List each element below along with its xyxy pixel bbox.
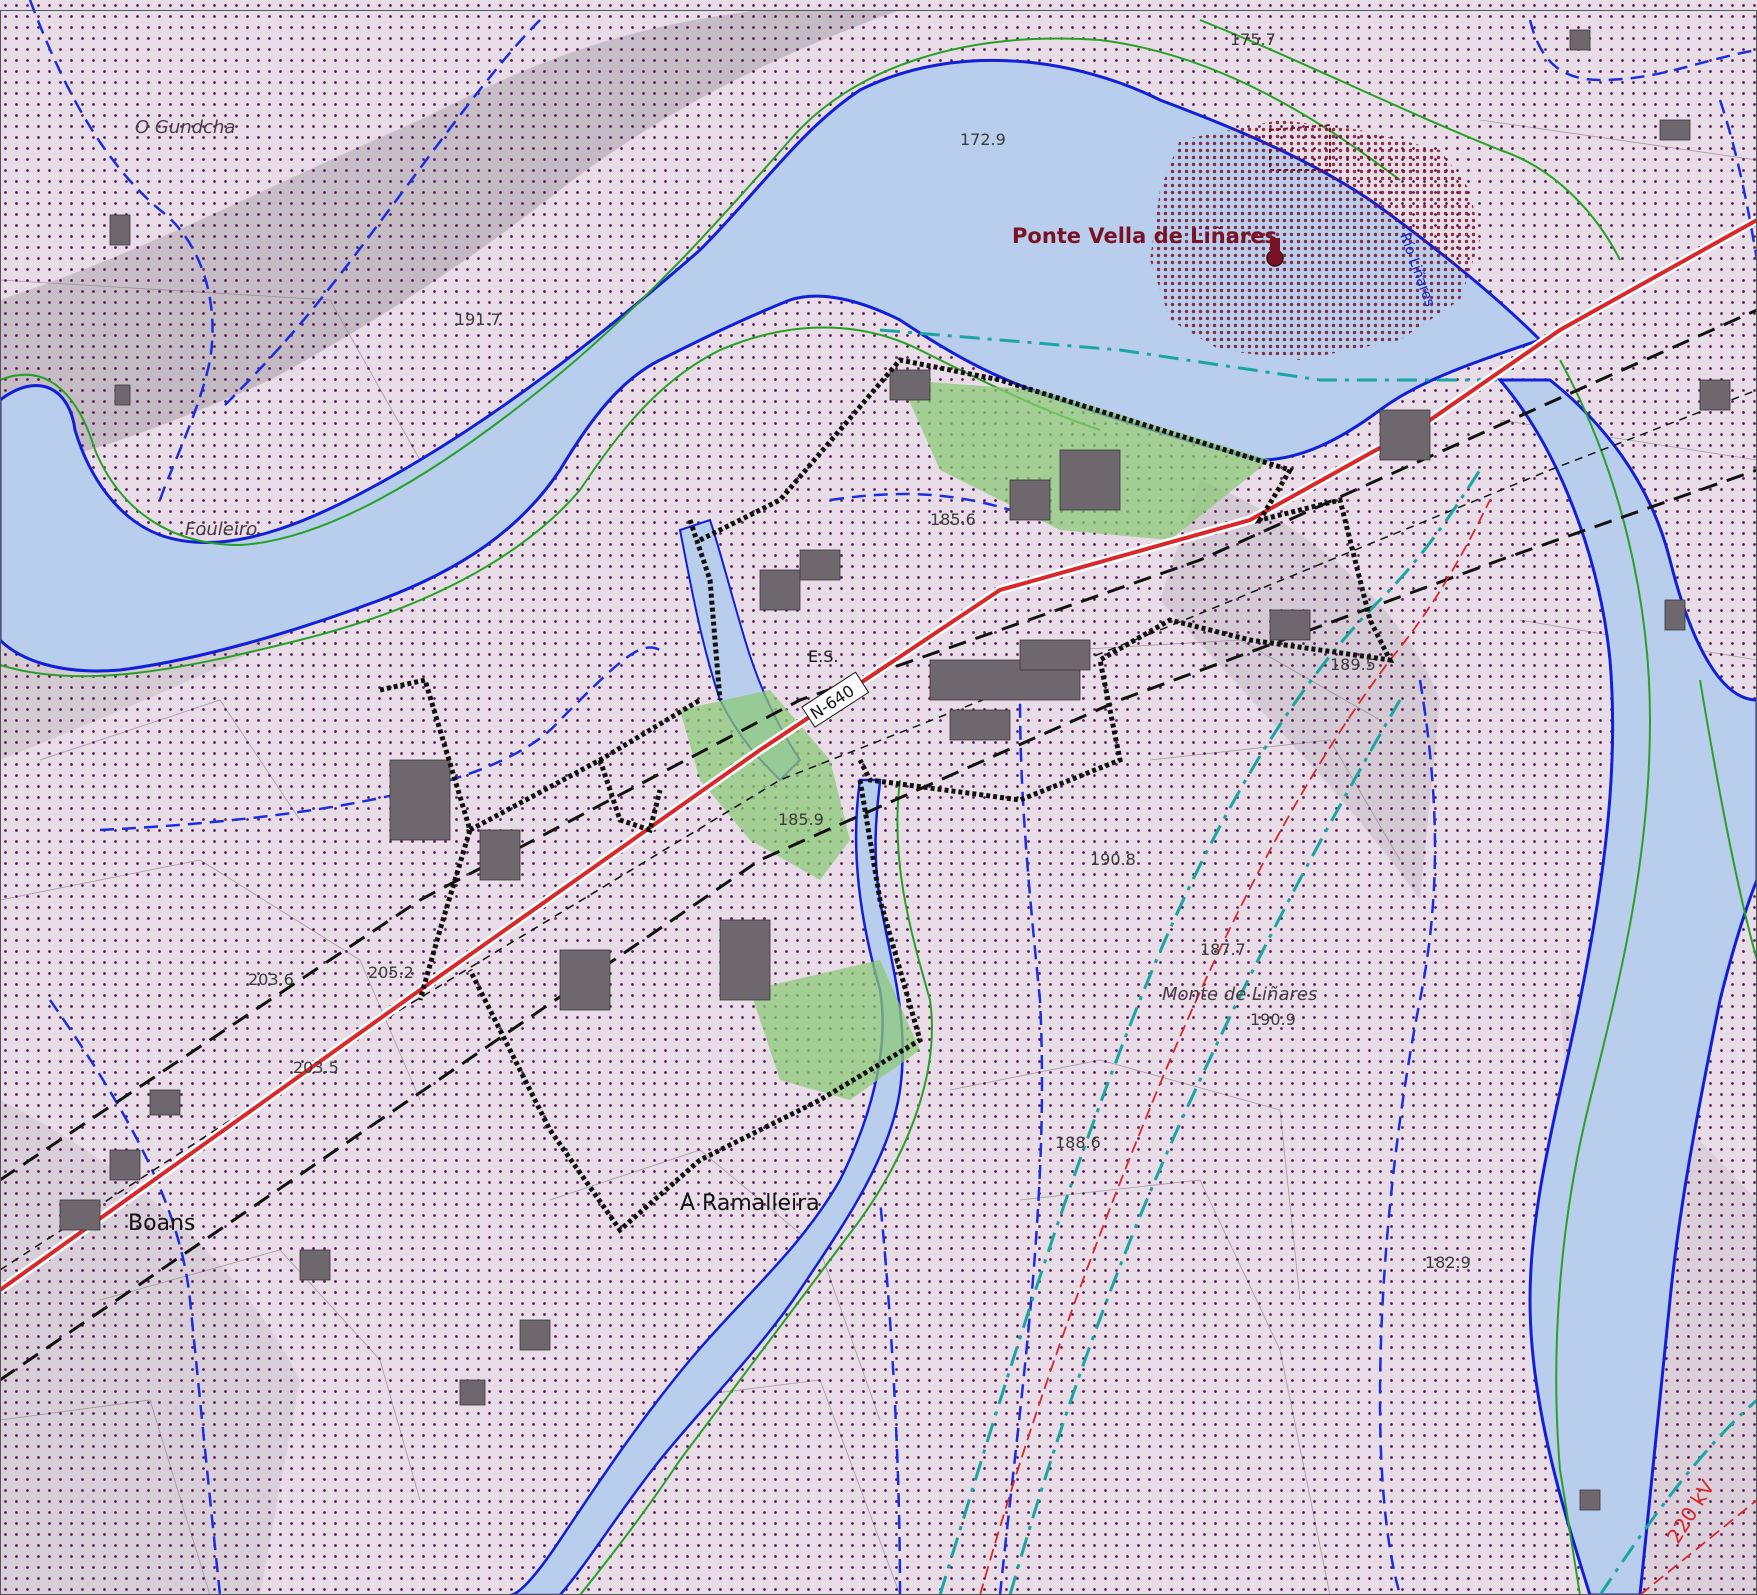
green-zone-central	[680, 690, 850, 880]
elevation-label: 188.6	[1055, 1133, 1101, 1152]
monument-icon[interactable]	[1266, 238, 1284, 267]
buildings	[59, 29, 1731, 1511]
place-label-boans: Boans	[128, 1211, 195, 1236]
place-label-fouleiro: Fouleiro	[185, 519, 257, 540]
elevation-label: 187.7	[1200, 940, 1246, 959]
elevation-label: 190.8	[1090, 850, 1136, 869]
place-label-monte-linares: Monte de Liñares	[1162, 984, 1317, 1005]
place-label-ponte-vella: Ponte Vella de Liñares	[1012, 224, 1277, 248]
planning-boundaries	[379, 357, 1395, 1234]
elevation-label: 182.9	[1425, 1253, 1471, 1272]
green-flood-lines	[0, 19, 1757, 1595]
place-label-ramalleira: A Ramalleira	[680, 1191, 820, 1216]
elevation-label: 203.6	[248, 970, 294, 989]
elevation-label: 190.9	[1250, 1010, 1296, 1029]
elevation-label: 172.9	[960, 130, 1006, 149]
elevation-label: 175.7	[1230, 30, 1276, 49]
elevation-label: 185.6	[930, 510, 976, 529]
elevation-label: 191.7	[455, 310, 501, 329]
elevation-label: 203.5	[293, 1058, 339, 1077]
powerline	[979, 499, 1757, 1595]
label-es: E.S.	[808, 647, 838, 666]
place-label-gundcha: O Gundcha	[135, 117, 235, 138]
elevation-label: 185.9	[778, 810, 824, 829]
heritage-area	[1150, 120, 1480, 360]
river-east	[1496, 378, 1757, 1595]
map-labels: O Gundcha Fouleiro Boans A Ramalleira Mo…	[128, 30, 1719, 1548]
elevation-label: 189.5	[1330, 655, 1376, 674]
cyan-lines	[879, 328, 1757, 1595]
elevation-label: 205.2	[368, 963, 414, 982]
water-bodies	[0, 58, 1757, 1595]
river-basin-north	[0, 58, 1543, 673]
road-n640	[0, 216, 1757, 1294]
